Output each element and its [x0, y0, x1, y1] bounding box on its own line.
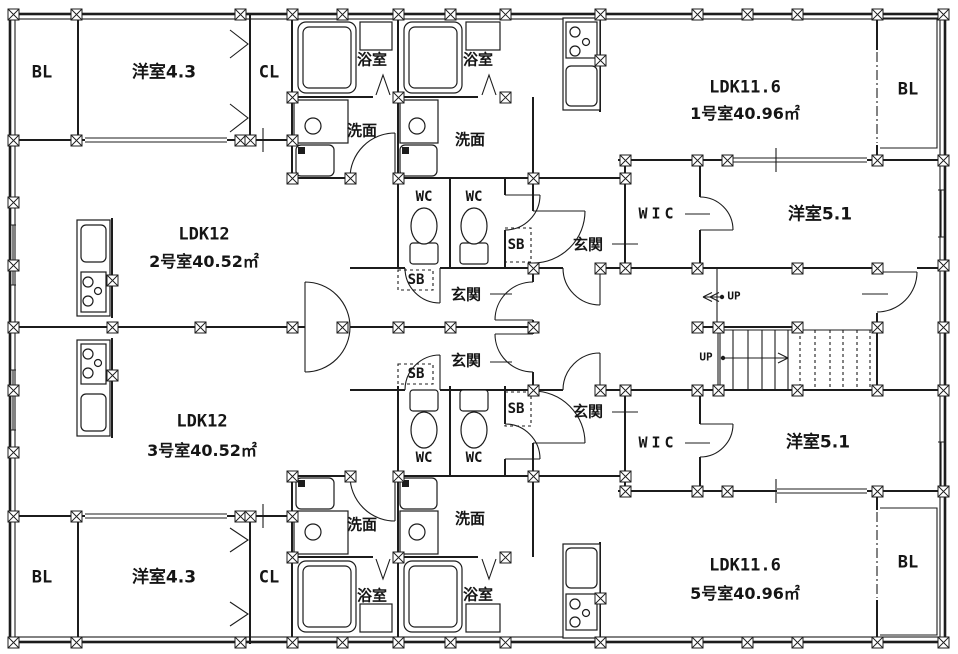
kitchen-counter [76, 219, 111, 317]
washbasin-icon [293, 477, 349, 555]
door-arcs [304, 132, 918, 522]
label-western-room-5-1-top: 洋室5.1 [787, 204, 853, 225]
washing-machine-icon [295, 144, 335, 177]
label-balcony-top-left: BL [31, 62, 53, 83]
label-wc-unit2: WC [415, 189, 433, 205]
label-bathroom-unit2: 浴室 [356, 50, 388, 69]
label-sb-unit3: SB [407, 366, 425, 382]
label-unit2-area: 2号室40.52㎡ [149, 252, 259, 271]
washbasin-icon [399, 99, 439, 177]
tick-marks [262, 128, 888, 528]
kitchen-counter [76, 339, 111, 437]
windows [10, 17, 945, 636]
label-unit5-area: 5号室40.96㎡ [690, 584, 800, 603]
label-ldk-unit2: LDK12 [178, 224, 230, 245]
kitchen-counter [562, 543, 601, 639]
label-wic-bottom: WIC [638, 433, 678, 452]
label-balcony-bottom-left: BL [31, 567, 53, 588]
shoebox-outline [397, 227, 532, 427]
toilet-icon [459, 207, 489, 265]
label-bathroom-unit3: 浴室 [356, 586, 388, 605]
label-unit3-area: 3号室40.52㎡ [147, 441, 257, 460]
bathtub-icon [403, 560, 501, 633]
closet-door-icons [229, 29, 497, 627]
label-ldk-unit3: LDK12 [176, 411, 228, 432]
label-bathroom-unit5: 浴室 [462, 585, 494, 604]
label-washroom-unit5: 洗面 [454, 509, 486, 528]
label-closet-top: CL [258, 62, 280, 83]
label-entrance-unit3: 玄関 [450, 351, 482, 370]
sink-icon [565, 65, 598, 107]
sink-icon [565, 547, 598, 589]
washbasin-icon [399, 477, 439, 555]
bathtub-icon [403, 21, 501, 94]
bathtub-icon [297, 560, 393, 633]
bathtub-icon [297, 21, 393, 94]
label-entrance-unit2: 玄関 [450, 285, 482, 304]
washing-machine-icon [399, 477, 438, 510]
columns [7, 8, 950, 649]
label-unit1-area: 1号室40.96㎡ [690, 104, 800, 123]
toilet-icon [409, 207, 439, 265]
label-washroom-unit2: 洗面 [346, 121, 378, 140]
label-sb-unit1: SB [507, 237, 525, 253]
washing-machine-icon [295, 477, 335, 510]
staircase [702, 268, 877, 390]
label-ldk-unit5: LDK11.6 [709, 555, 781, 576]
label-washroom-unit1: 洗面 [454, 130, 486, 149]
washing-machine-icon [399, 144, 438, 177]
label-up-upper: UP [727, 289, 741, 303]
label-western-room-4-3-top: 洋室4.3 [131, 62, 197, 83]
label-entrance-unit1: 玄関 [572, 235, 604, 254]
label-ldk-unit1: LDK11.6 [709, 77, 781, 98]
label-balcony-bottom-right: BL [897, 552, 919, 573]
label-western-room-4-3-bottom: 洋室4.3 [131, 567, 197, 588]
label-western-room-5-1-bottom: 洋室5.1 [785, 432, 851, 453]
label-wc-unit1: WC [465, 189, 483, 205]
up-arrow-upper [702, 292, 725, 302]
sink-icon [80, 393, 107, 432]
label-bathroom-unit1: 浴室 [462, 50, 494, 69]
toilet-icon [459, 389, 489, 449]
label-sb-unit5: SB [507, 401, 525, 417]
label-entrance-unit5: 玄関 [572, 402, 604, 421]
label-sb-unit2: SB [407, 272, 425, 288]
label-up-lower: UP [699, 350, 713, 364]
toilet-icon [409, 389, 439, 449]
label-wc-unit3: WC [415, 450, 433, 466]
kitchen-counter [562, 17, 601, 111]
label-wic-top: WIC [638, 204, 678, 223]
washbasin-icon [293, 99, 349, 177]
label-balcony-top-right: BL [897, 79, 919, 100]
sink-icon [80, 224, 107, 263]
label-closet-bottom: CL [258, 567, 280, 588]
label-wc-unit5: WC [465, 450, 483, 466]
label-washroom-unit3: 洗面 [346, 515, 378, 534]
up-arrow-lower [720, 352, 789, 364]
interior-walls [10, 14, 945, 644]
